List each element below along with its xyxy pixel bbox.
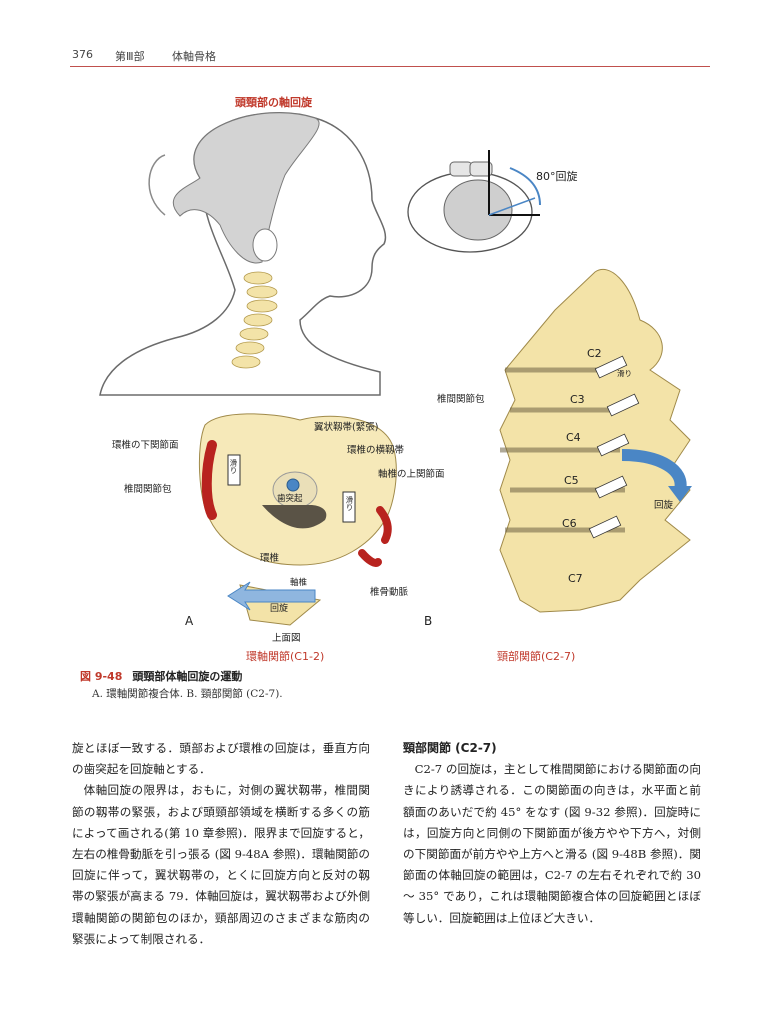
head-illustration	[99, 111, 387, 396]
vertebra-c6: C6	[562, 517, 577, 530]
vertebra-c2: C2	[587, 347, 602, 360]
part-label: 第Ⅲ部	[115, 50, 145, 63]
slide-label-a1: 滑り	[229, 459, 238, 474]
slide-label-b: 滑り	[617, 369, 632, 378]
chapter-label: 体軸骨格	[172, 50, 216, 63]
rotation-label-b: 回旋	[654, 500, 674, 511]
atlas-label: 環椎	[260, 553, 280, 564]
panel-b-subtitle: 頸部関節(C2-7)	[497, 650, 576, 663]
right-paragraph-1: C2-7 の回旋は，主として椎間関節における関節面の向きにより誘導される．この関…	[403, 762, 701, 925]
vertebra-c3: C3	[570, 393, 585, 406]
axis-superior-facet-label: 軸椎の上関節面	[378, 469, 445, 480]
rotation-80-label: 80°回旋	[536, 170, 578, 183]
figure-subcaption: A. 環軸関節複合体. B. 頸部関節 (C2-7).	[92, 688, 283, 700]
atlas-inferior-facet-label: 環椎の下関節面	[112, 440, 179, 451]
right-column: 頸部関節 (C2-7) C2-7 の回旋は，主として椎間関節における関節面の向き…	[403, 738, 701, 929]
capsule-label-b: 椎間関節包	[437, 394, 485, 405]
slide-label-a2: 滑り	[345, 496, 354, 511]
panel-b-letter: B	[424, 614, 433, 628]
left-column: 旋とほぼ一致する．頭部および環椎の回旋は，垂直方向の歯突起を回旋軸とする． 体軸…	[72, 738, 370, 950]
figure-title: 頭頸部体軸回旋の運動	[132, 670, 243, 683]
top-view-inset	[407, 150, 541, 253]
running-header: 376 第Ⅲ部 体軸骨格	[70, 44, 710, 67]
left-paragraph-2: 体軸回旋の限界は，おもに，対側の翼状靱帯，椎間関節の靱帯の緊張，および頭頸部領域…	[72, 783, 370, 946]
panel-a-diagram	[198, 413, 397, 626]
panel-b-diagram	[499, 269, 692, 613]
figure-top-title: 頭頸部の軸回旋	[235, 96, 312, 109]
vertebra-c4: C4	[566, 431, 581, 444]
vertebral-artery-label: 椎骨動脈	[370, 587, 409, 598]
panel-a-subtitle: 環軸関節(C1-2)	[246, 650, 325, 663]
left-paragraph-1: 旋とほぼ一致する．頭部および環椎の回旋は，垂直方向の歯突起を回旋軸とする．	[72, 741, 370, 777]
transverse-ligament-label: 環椎の横靱帯	[347, 445, 405, 456]
rotation-label-a: 回旋	[270, 604, 289, 614]
page-number: 376	[72, 48, 93, 61]
figure-caption: 図 9-48 頭頸部体軸回旋の運動 A. 環軸関節複合体. B. 頸部関節 (C2…	[80, 668, 700, 701]
dens-label: 歯突起	[277, 494, 303, 504]
section-heading: 頸部関節 (C2-7)	[403, 741, 497, 755]
panel-a-letter: A	[185, 614, 194, 628]
alar-ligament-label: 翼状靱帯(緊張)	[314, 422, 379, 433]
superior-view-label: 上面図	[272, 633, 301, 644]
figure-number: 図 9-48	[80, 670, 123, 683]
axis-label: 軸椎	[290, 578, 308, 588]
vertebra-c5: C5	[564, 474, 579, 487]
capsule-label-a: 椎間関節包	[124, 484, 172, 495]
vertebra-c7: C7	[568, 572, 583, 585]
